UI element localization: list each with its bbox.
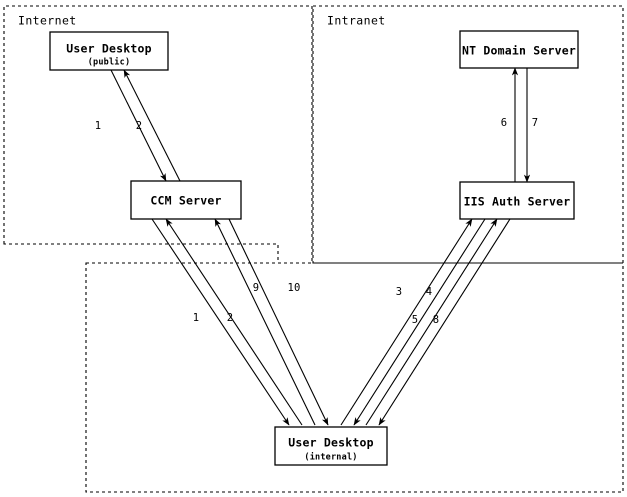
flow-step-label: 5 <box>412 314 419 326</box>
node-nt-domain-server: NT Domain Server <box>459 30 579 69</box>
flow-arrow-4-iis-auth-server-to-user-desktop-internal <box>353 218 486 426</box>
node-box <box>459 181 575 220</box>
node-title: IIS Auth Server <box>464 195 571 209</box>
flow-arrow-8-iis-auth-server-to-user-desktop-internal <box>378 218 511 426</box>
flow-step-label: 10 <box>287 282 300 294</box>
flow-step-label: 4 <box>426 286 433 298</box>
flow-step-label: 2 <box>227 312 234 324</box>
node-subtitle: (internal) <box>304 452 357 463</box>
node-title: User Desktop <box>288 436 373 450</box>
node-title: User Desktop <box>66 42 151 56</box>
zone-intranet: Intranet <box>312 5 624 264</box>
node-box <box>130 180 242 220</box>
flow-labels-layer: 1 2 1 2 9 10 3 4 5 8 6 7 <box>95 117 539 326</box>
flow-arrow-10-ccm-server-to-user-desktop-internal <box>228 218 329 426</box>
flow-arrow-3-user-desktop-internal-to-iis-auth-server <box>340 218 473 426</box>
flow-step-label: 1 <box>95 120 102 132</box>
zone-boundary <box>312 5 624 264</box>
flow-arrow-2-user-desktop-internal-to-ccm-server <box>165 218 303 426</box>
flows-layer <box>110 67 531 426</box>
node-box <box>274 426 388 466</box>
node-iis-auth-server: IIS Auth Server <box>459 181 575 220</box>
node-user-desktop-public: User Desktop(public) <box>49 31 169 71</box>
node-title: CCM Server <box>150 194 221 208</box>
flow-arrow-5-user-desktop-internal-to-iis-auth-server <box>365 218 498 426</box>
node-subtitle: (public) <box>88 57 131 68</box>
node-user-desktop-internal: User Desktop (internal) <box>274 426 388 466</box>
flow-arrow-1-ccm-server-to-user-desktop-internal <box>151 218 290 426</box>
zones-layer: Internet Intranet <box>3 5 624 493</box>
flow-step-label: 8 <box>433 314 440 326</box>
flow-step-label: 7 <box>532 117 539 129</box>
flow-step-label: 1 <box>193 312 200 324</box>
flow-step-label: 3 <box>396 286 403 298</box>
flow-step-label: 9 <box>253 282 260 294</box>
flow-step-label: 6 <box>501 117 508 129</box>
zone-boundary <box>85 262 624 493</box>
flow-arrow-1-user-desktop-public-to-ccm-server <box>110 69 167 182</box>
zone-internet: Internet <box>3 5 313 264</box>
zone-label-internet: Internet <box>18 14 77 28</box>
node-ccm-server: CCM Server <box>130 180 242 220</box>
zone-internal-lan <box>85 262 624 493</box>
zone-label-intranet: Intranet <box>327 14 386 28</box>
flow-arrow-2-ccm-server-to-user-desktop-public <box>123 69 181 182</box>
node-box <box>459 30 579 69</box>
flow-step-label: 2 <box>136 120 143 132</box>
node-box <box>49 31 169 71</box>
flow-arrow-9-user-desktop-internal-to-ccm-server <box>214 218 316 426</box>
node-title: NT Domain Server <box>462 44 576 58</box>
